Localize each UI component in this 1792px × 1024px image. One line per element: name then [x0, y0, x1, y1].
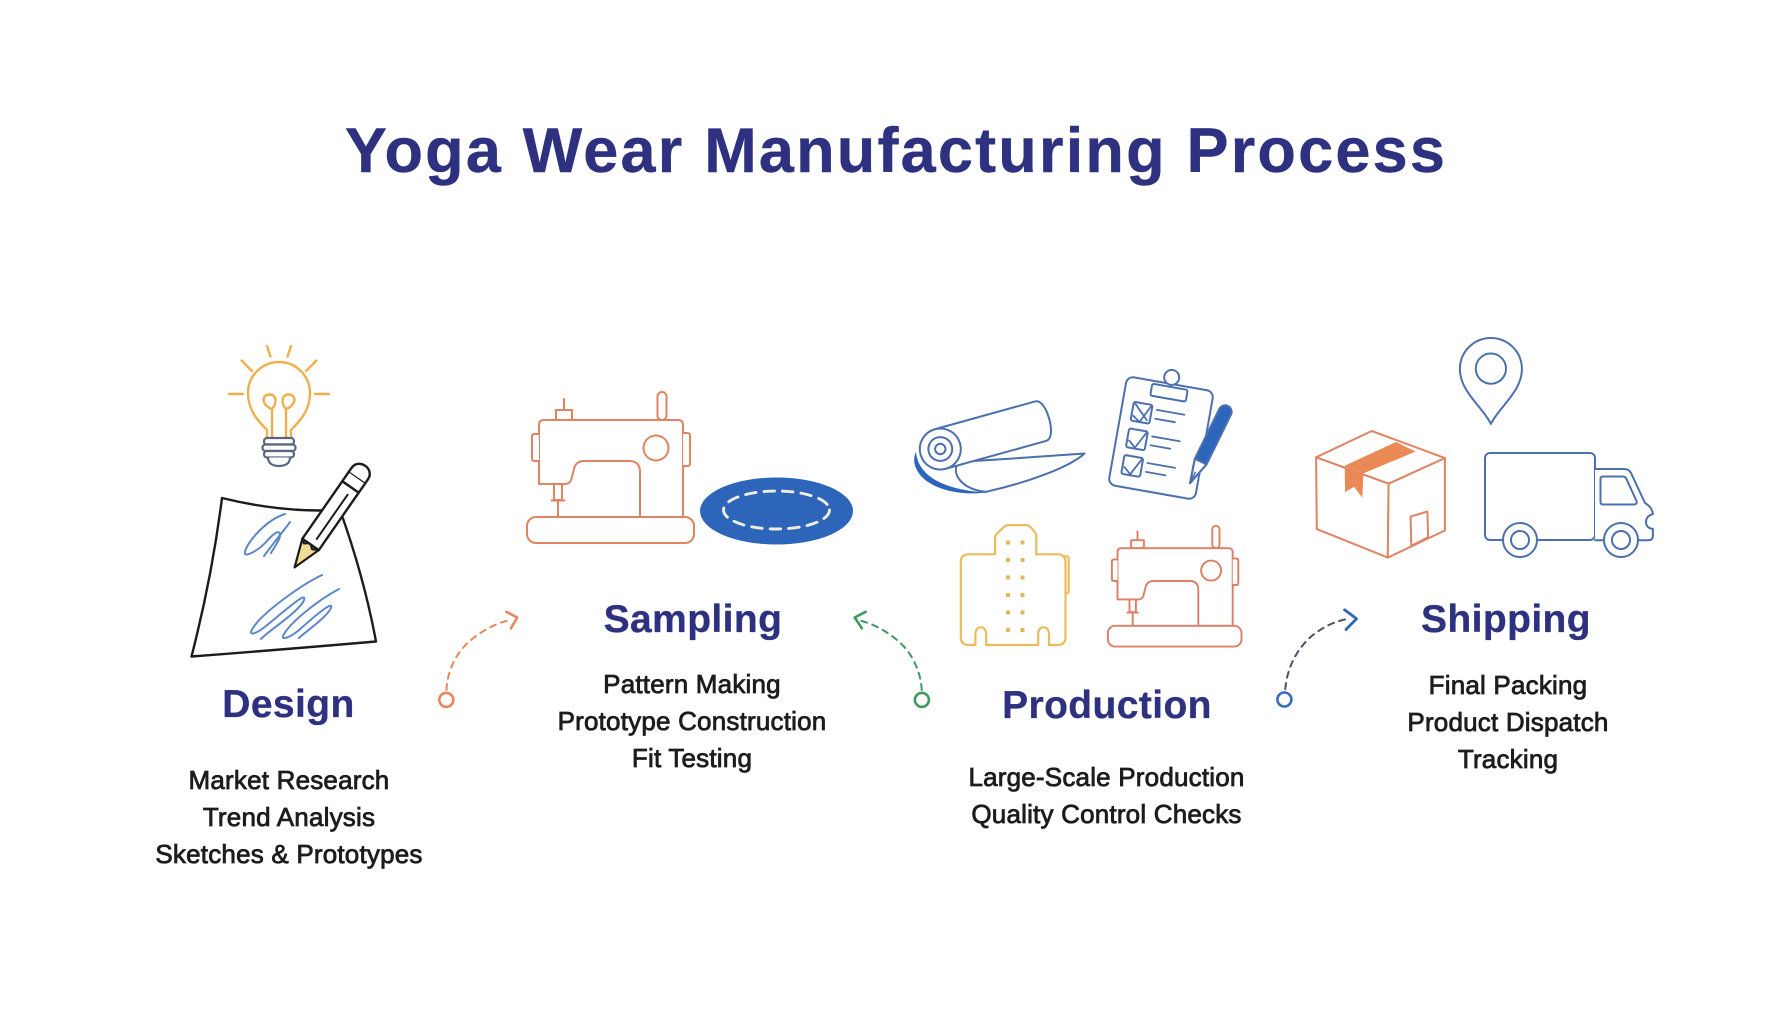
stage-item: Large-Scale Production — [968, 761, 1245, 792]
arrow-production-to-shipping — [1276, 608, 1358, 708]
stage-item: Product Dispatch — [1407, 707, 1609, 738]
fabric-roll-icon — [914, 400, 1086, 494]
stage-items-sampling: Pattern Making Prototype Construction Fi… — [557, 666, 827, 777]
lightbulb-icon — [227, 344, 331, 468]
checklist-clipboard-icon — [1108, 368, 1233, 500]
sewing-machine-icon-2 — [1106, 524, 1243, 648]
arrow-design-to-sampling — [437, 610, 519, 709]
stage-items-shipping: Final Packing Product Dispatch Tracking — [1407, 667, 1609, 778]
stage-item: Trend Analysis — [202, 801, 376, 832]
page-title: Yoga Wear Manufacturing Process — [344, 116, 1448, 186]
pattern-piece-icon — [959, 524, 1070, 647]
delivery-truck-icon — [1484, 452, 1654, 558]
location-pin-icon — [1458, 337, 1523, 425]
stage-item: Sketches & Prototypes — [155, 838, 423, 869]
stage-items-design: Market Research Trend Analysis Sketches … — [155, 762, 423, 873]
stage-title-design: Design — [222, 682, 355, 726]
stage-item: Tracking — [1457, 744, 1559, 775]
stage-item: Prototype Construction — [557, 705, 827, 736]
stage-item: Market Research — [188, 764, 390, 795]
arrow-production-to-sampling — [853, 610, 931, 709]
stage-item: Fit Testing — [631, 742, 753, 773]
stage-title-production: Production — [1002, 683, 1212, 727]
sewing-machine-icon — [526, 391, 695, 544]
stage-title-shipping: Shipping — [1421, 597, 1591, 641]
stage-title-sampling: Sampling — [603, 597, 783, 641]
stage-item: Pattern Making — [603, 668, 781, 699]
stitched-fabric-patch-icon — [700, 477, 853, 545]
sketch-paper-pencil-icon — [190, 462, 378, 658]
package-box-icon — [1315, 430, 1446, 559]
stage-item: Quality Control Checks — [971, 798, 1242, 829]
stage-item: Final Packing — [1428, 670, 1588, 701]
stage-items-production: Large-Scale Production Quality Control C… — [968, 759, 1245, 833]
